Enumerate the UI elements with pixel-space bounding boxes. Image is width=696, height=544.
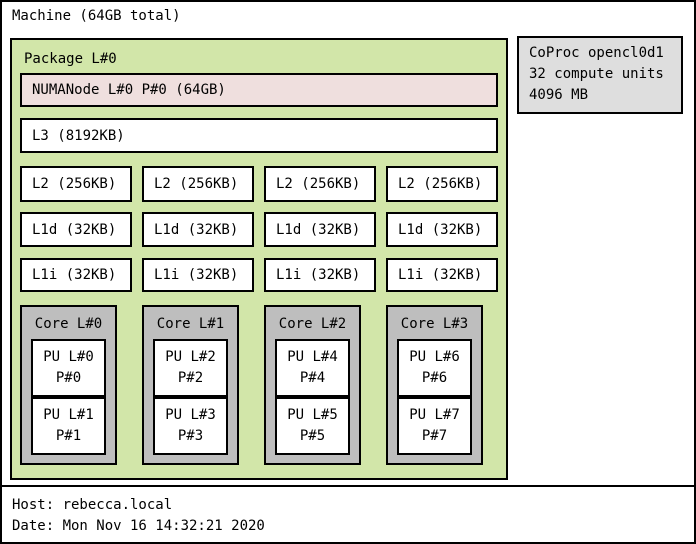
pu-box: PU L#3 P#3 bbox=[153, 397, 228, 455]
legend-box: Host: rebecca.local Date: Mon Nov 16 14:… bbox=[0, 485, 696, 544]
core-label: Core L#2 bbox=[278, 316, 347, 332]
numanode-box: NUMANode L#0 P#0 (64GB) bbox=[20, 73, 498, 107]
l3-cache-box: L3 (8192KB) bbox=[20, 118, 498, 153]
core-box: Core L#1 PU L#2 P#2 PU L#3 P#3 bbox=[142, 305, 239, 465]
pu-logical-label: PU L#5 bbox=[287, 407, 338, 423]
core-box: Core L#3 PU L#6 P#6 PU L#7 P#7 bbox=[386, 305, 483, 465]
legend-date-line: Date: Mon Nov 16 14:32:21 2020 bbox=[12, 518, 265, 534]
l1i-cache-row: L1i (32KB) L1i (32KB) L1i (32KB) L1i (32… bbox=[20, 258, 498, 292]
pu-logical-label: PU L#6 bbox=[409, 349, 460, 365]
l1d-cache-box: L1d (32KB) bbox=[386, 212, 498, 247]
l2-cache-box: L2 (256KB) bbox=[264, 166, 376, 202]
l2-cache-box: L2 (256KB) bbox=[20, 166, 132, 202]
pu-physical-label: P#5 bbox=[299, 428, 326, 444]
l2-cache-row: L2 (256KB) L2 (256KB) L2 (256KB) L2 (256… bbox=[20, 166, 498, 202]
machine-box: Machine (64GB total) Package L#0 NUMANod… bbox=[0, 0, 696, 487]
pu-logical-label: PU L#4 bbox=[287, 349, 338, 365]
pu-logical-label: PU L#3 bbox=[165, 407, 216, 423]
pu-physical-label: P#1 bbox=[55, 428, 82, 444]
l1i-cache-box: L1i (32KB) bbox=[386, 258, 498, 292]
coproc-memory-label: 4096 MB bbox=[529, 87, 589, 103]
pu-logical-label: PU L#2 bbox=[165, 349, 216, 365]
pu-physical-label: P#3 bbox=[177, 428, 204, 444]
pu-physical-label: P#6 bbox=[421, 370, 448, 386]
l1i-cache-box: L1i (32KB) bbox=[142, 258, 254, 292]
pu-physical-label: P#7 bbox=[421, 428, 448, 444]
l1d-cache-box: L1d (32KB) bbox=[264, 212, 376, 247]
pu-physical-label: P#4 bbox=[299, 370, 326, 386]
pu-physical-label: P#2 bbox=[177, 370, 204, 386]
pu-box: PU L#0 P#0 bbox=[31, 339, 106, 397]
pu-box: PU L#7 P#7 bbox=[397, 397, 472, 455]
core-box: Core L#2 PU L#4 P#4 PU L#5 P#5 bbox=[264, 305, 361, 465]
legend-host-line: Host: rebecca.local bbox=[12, 497, 173, 513]
package-box: Package L#0 NUMANode L#0 P#0 (64GB) L3 (… bbox=[10, 38, 508, 480]
pu-logical-label: PU L#7 bbox=[409, 407, 460, 423]
pu-logical-label: PU L#0 bbox=[43, 349, 94, 365]
machine-label: Machine (64GB total) bbox=[12, 8, 181, 24]
l2-cache-box: L2 (256KB) bbox=[386, 166, 498, 202]
coproc-box: CoProc opencl0d1 32 compute units 4096 M… bbox=[517, 36, 683, 114]
pu-box: PU L#1 P#1 bbox=[31, 397, 106, 455]
core-label: Core L#1 bbox=[156, 316, 225, 332]
coproc-name-label: CoProc opencl0d1 bbox=[529, 45, 664, 61]
pu-physical-label: P#0 bbox=[55, 370, 82, 386]
core-label: Core L#0 bbox=[34, 316, 103, 332]
pu-box: PU L#6 P#6 bbox=[397, 339, 472, 397]
pu-logical-label: PU L#1 bbox=[43, 407, 94, 423]
l1i-cache-box: L1i (32KB) bbox=[264, 258, 376, 292]
l1d-cache-box: L1d (32KB) bbox=[20, 212, 132, 247]
pu-box: PU L#2 P#2 bbox=[153, 339, 228, 397]
l1d-cache-row: L1d (32KB) L1d (32KB) L1d (32KB) L1d (32… bbox=[20, 212, 498, 247]
coproc-compute-units-label: 32 compute units bbox=[529, 66, 664, 82]
l1i-cache-box: L1i (32KB) bbox=[20, 258, 132, 292]
pu-box: PU L#5 P#5 bbox=[275, 397, 350, 455]
l2-cache-box: L2 (256KB) bbox=[142, 166, 254, 202]
core-box: Core L#0 PU L#0 P#0 PU L#1 P#1 bbox=[20, 305, 117, 465]
core-label: Core L#3 bbox=[400, 316, 469, 332]
cores-row: Core L#0 PU L#0 P#0 PU L#1 P#1 Core L#1 … bbox=[20, 305, 498, 465]
l1d-cache-box: L1d (32KB) bbox=[142, 212, 254, 247]
pu-box: PU L#4 P#4 bbox=[275, 339, 350, 397]
package-label: Package L#0 bbox=[24, 51, 117, 67]
